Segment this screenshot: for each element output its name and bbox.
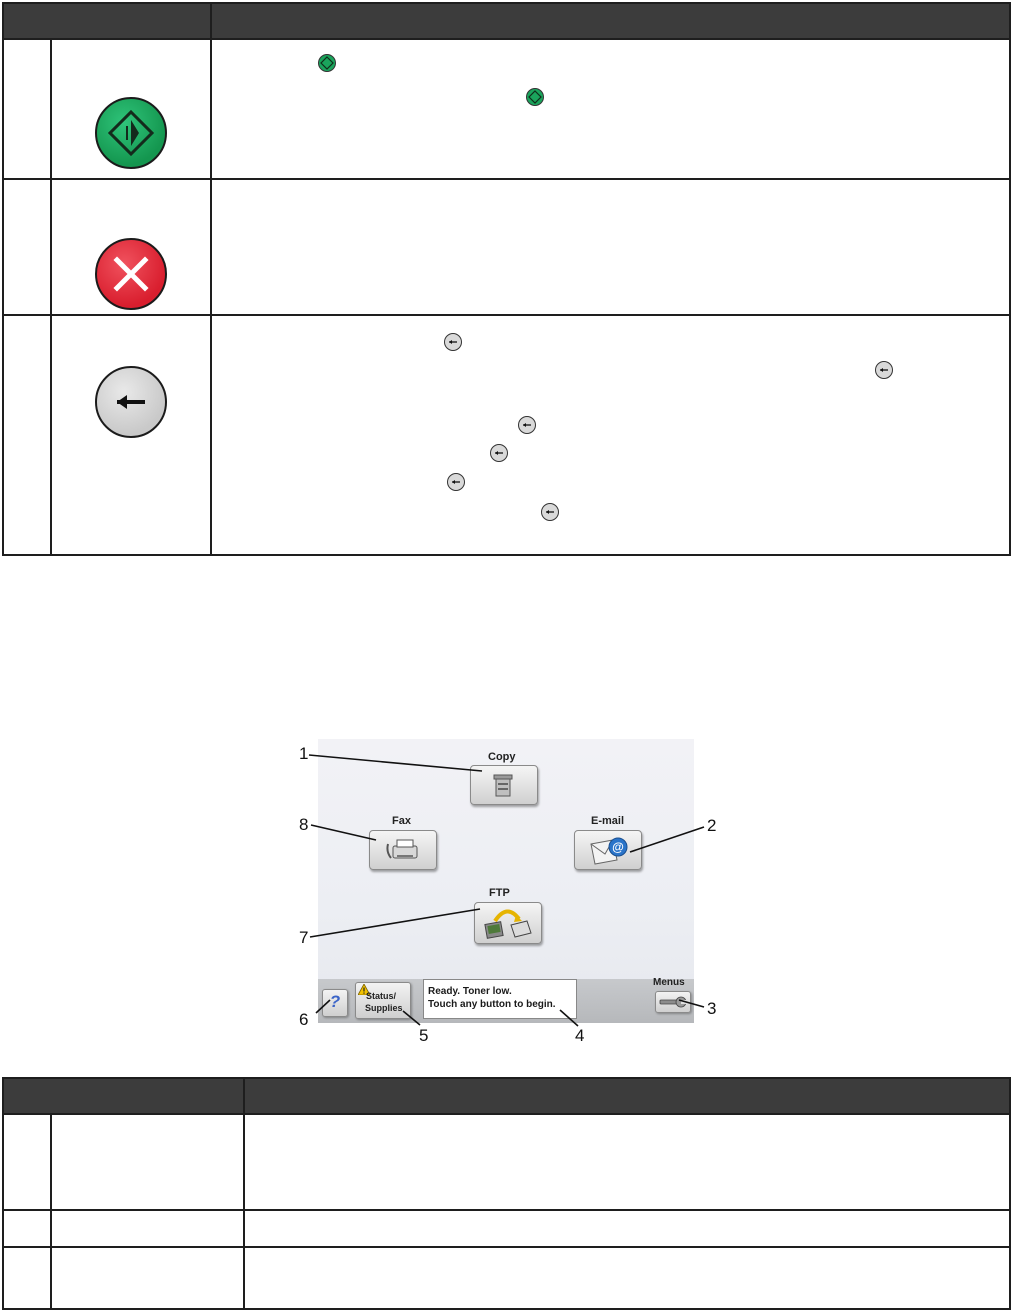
row-number-cell <box>2 178 52 316</box>
status-supplies-button[interactable]: Status/ Supplies <box>355 982 411 1019</box>
callout-8: 8 <box>299 815 309 834</box>
fax-button[interactable] <box>369 830 437 870</box>
header-cell <box>2 2 212 40</box>
email-label: E-mail <box>591 815 625 827</box>
email-envelope-icon: @ <box>590 837 628 865</box>
callout-5: 5 <box>419 1026 429 1045</box>
description-cell <box>243 1209 1011 1248</box>
back-inline-icon <box>541 503 559 521</box>
button-image-cell <box>50 314 212 556</box>
row-number-cell <box>2 38 52 180</box>
svg-text:@: @ <box>612 840 624 854</box>
start-button-icon <box>95 97 167 169</box>
copier-icon <box>493 774 513 797</box>
row-number-cell <box>2 1113 52 1211</box>
fax-label: Fax <box>392 815 411 827</box>
item-name-cell <box>50 1209 245 1248</box>
ftp-button[interactable] <box>474 902 542 944</box>
back-button-icon <box>95 366 167 438</box>
help-icon: ? <box>329 992 341 1011</box>
touch-screen-home: Copy Fax E-mail @ FTP <box>318 739 694 1023</box>
menus-label: Menus <box>653 977 685 988</box>
status-message-area: Ready. Toner low. Touch any button to be… <box>423 979 577 1019</box>
description-cell <box>210 178 1011 316</box>
table-row <box>2 1209 1011 1248</box>
stop-button-icon <box>95 238 167 310</box>
table-header <box>2 2 1011 40</box>
menus-button[interactable] <box>655 991 691 1013</box>
item-name-cell <box>50 1246 245 1310</box>
row-number-cell <box>2 1246 52 1310</box>
description-cell <box>243 1113 1011 1211</box>
start-inline-icon <box>526 88 544 106</box>
callout-2: 2 <box>707 816 717 835</box>
item-name-cell <box>50 1113 245 1211</box>
back-inline-icon <box>444 333 462 351</box>
description-cell <box>243 1246 1011 1310</box>
row-number-cell <box>2 1209 52 1248</box>
table-header <box>2 1077 1011 1115</box>
button-image-cell <box>50 38 212 180</box>
ftp-transfer-icon <box>484 909 532 939</box>
table-row <box>2 1246 1011 1310</box>
fax-machine-icon <box>386 839 418 859</box>
email-button[interactable]: @ <box>574 830 642 870</box>
callout-1: 1 <box>299 744 309 763</box>
description-cell <box>210 314 1011 556</box>
table-row <box>2 38 1011 180</box>
table-row <box>2 178 1011 316</box>
table-row <box>2 314 1011 556</box>
callout-4: 4 <box>575 1026 585 1045</box>
callout-3: 3 <box>707 999 717 1018</box>
warning-icon <box>358 984 370 995</box>
row-number-cell <box>2 314 52 556</box>
header-cell <box>243 1077 1011 1115</box>
copy-label: Copy <box>488 751 516 763</box>
status-supplies-label-line2: Supplies <box>365 1003 403 1013</box>
header-cell <box>210 2 1011 40</box>
back-inline-icon <box>875 361 893 379</box>
table-row <box>2 1113 1011 1211</box>
back-inline-icon <box>518 416 536 434</box>
start-inline-icon <box>318 54 336 72</box>
home-screen-items-table <box>2 1077 1011 1310</box>
description-cell <box>210 38 1011 180</box>
back-inline-icon <box>490 444 508 462</box>
header-cell <box>2 1077 245 1115</box>
status-supplies-label-line1: Status/ <box>366 991 397 1001</box>
callout-6: 6 <box>299 1010 309 1029</box>
control-panel-buttons-table <box>2 2 1011 556</box>
status-message-line2: Touch any button to begin. <box>428 999 556 1010</box>
back-inline-icon <box>447 473 465 491</box>
status-message-line1: Ready. Toner low. <box>428 986 512 997</box>
button-image-cell <box>50 178 212 316</box>
callout-7: 7 <box>299 928 309 947</box>
ftp-label: FTP <box>489 887 510 899</box>
